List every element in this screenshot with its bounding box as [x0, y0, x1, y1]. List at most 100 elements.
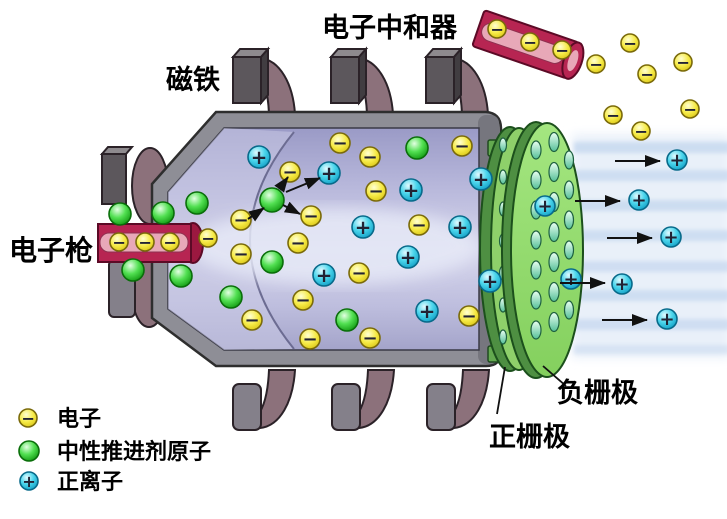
- grid-hole: [530, 170, 542, 190]
- ion-beam: [572, 134, 727, 358]
- electron-particle: −: [520, 32, 540, 52]
- particles-layer: −−−−−−−−−−−−−−−−−−−−−−−−−−−−−−−+++++++++…: [18, 19, 700, 491]
- ion-particle: +: [611, 273, 633, 295]
- electron-particle: −: [680, 99, 700, 119]
- ion-sign: +: [614, 274, 629, 295]
- ion-particle: +: [478, 269, 502, 293]
- ion-particle: +: [312, 263, 336, 287]
- grid-hole: [548, 161, 560, 183]
- label-magnet: 磁铁: [166, 65, 220, 96]
- electron-sign: −: [303, 206, 318, 227]
- electron-particle: −: [359, 327, 381, 349]
- grid-hole: [548, 221, 560, 243]
- electron-particle: −: [18, 408, 38, 428]
- atom-particle: [151, 201, 175, 225]
- electron-particle: −: [458, 305, 480, 327]
- electron-sign: −: [683, 100, 697, 119]
- atom-particle: [219, 285, 243, 309]
- atom-particle: [260, 250, 284, 274]
- ion-sign: +: [663, 227, 678, 248]
- grid-hole: [563, 240, 575, 260]
- ion-sign: +: [537, 196, 552, 217]
- ion-particle: +: [660, 226, 682, 248]
- electron-particle: −: [673, 52, 693, 72]
- ion-particle: +: [317, 161, 341, 185]
- electron-particle: −: [586, 54, 606, 74]
- ion-particle: +: [396, 245, 420, 269]
- direction-arrow: [247, 207, 265, 222]
- electron-sign: −: [351, 263, 366, 284]
- electron-sign: −: [112, 233, 126, 252]
- atom-particle: [169, 264, 193, 288]
- ion-sign: +: [669, 150, 684, 171]
- label-electron-gun: 电子枪: [9, 234, 93, 267]
- electron-sign: −: [623, 34, 637, 53]
- electron-particle: −: [365, 180, 387, 202]
- grid-hole: [530, 230, 542, 250]
- grid-hole: [530, 290, 542, 310]
- atom-particle: [108, 202, 132, 226]
- ion-particle: +: [560, 268, 582, 290]
- grid-hole: [530, 320, 542, 340]
- electron-particle: −: [109, 232, 129, 252]
- electron-sign: −: [138, 233, 152, 252]
- atom-particle: [335, 308, 359, 332]
- electron-sign: −: [555, 41, 569, 60]
- ion-sign: +: [473, 168, 490, 191]
- legend-label-atom: 中性推进剂原子: [57, 439, 211, 465]
- ion-particle: +: [351, 215, 375, 239]
- leader-lines: [496, 365, 567, 415]
- electron-sign: −: [233, 244, 248, 265]
- electron-sign: −: [21, 409, 35, 428]
- electron-particle: −: [198, 228, 218, 248]
- top-magnets: [230, 46, 490, 115]
- ion-sign: +: [400, 246, 417, 269]
- electron-sign: −: [201, 229, 215, 248]
- electron-sign: −: [640, 65, 654, 84]
- electron-particle: −: [292, 289, 314, 311]
- label-leader-line: [496, 366, 506, 415]
- atom-particle: [121, 258, 145, 282]
- electron-sign: −: [362, 147, 377, 168]
- electron-sign: −: [362, 328, 377, 349]
- atom-particle: [405, 136, 429, 160]
- grid-hole: [548, 131, 560, 153]
- ion-sign: +: [419, 300, 436, 323]
- grid-hole: [563, 180, 575, 200]
- electron-particle: −: [408, 214, 430, 236]
- ion-sign: +: [355, 216, 372, 239]
- grid-hole: [548, 251, 560, 273]
- direction-arrow: [282, 201, 301, 215]
- grid-hole: [548, 281, 560, 303]
- electron-particle: −: [487, 19, 507, 39]
- electron-sign: −: [295, 290, 310, 311]
- ion-sign: +: [22, 472, 36, 491]
- electron-sign: −: [368, 181, 383, 202]
- ion-sign: +: [251, 146, 268, 169]
- electron-particle: −: [279, 161, 301, 183]
- electron-sign: −: [589, 55, 603, 74]
- magnet-bottom-2: [331, 369, 396, 431]
- atom-particle: [18, 440, 40, 462]
- ion-particle: +: [534, 195, 556, 217]
- electron-particle: −: [287, 232, 309, 254]
- grid-hole: [530, 140, 542, 160]
- electron-sign: −: [634, 122, 648, 141]
- magnet-top-2: [328, 46, 395, 115]
- electron-particle: −: [329, 132, 351, 154]
- electron-sign: −: [244, 310, 259, 331]
- ion-sign: +: [631, 190, 646, 211]
- ion-sign: +: [403, 179, 420, 202]
- ion-particle: +: [666, 149, 688, 171]
- grid-hole: [530, 260, 542, 280]
- electron-particle: −: [451, 135, 473, 157]
- electron-particle: −: [620, 33, 640, 53]
- ion-particle: +: [19, 471, 39, 491]
- grid-hole: [498, 329, 508, 345]
- grid-hole: [498, 137, 508, 153]
- ion-particle: +: [448, 215, 472, 239]
- direction-arrow: [274, 176, 289, 193]
- electron-particle: −: [300, 205, 322, 227]
- legend: 电子 中性推进剂原子 正离子: [57, 407, 211, 495]
